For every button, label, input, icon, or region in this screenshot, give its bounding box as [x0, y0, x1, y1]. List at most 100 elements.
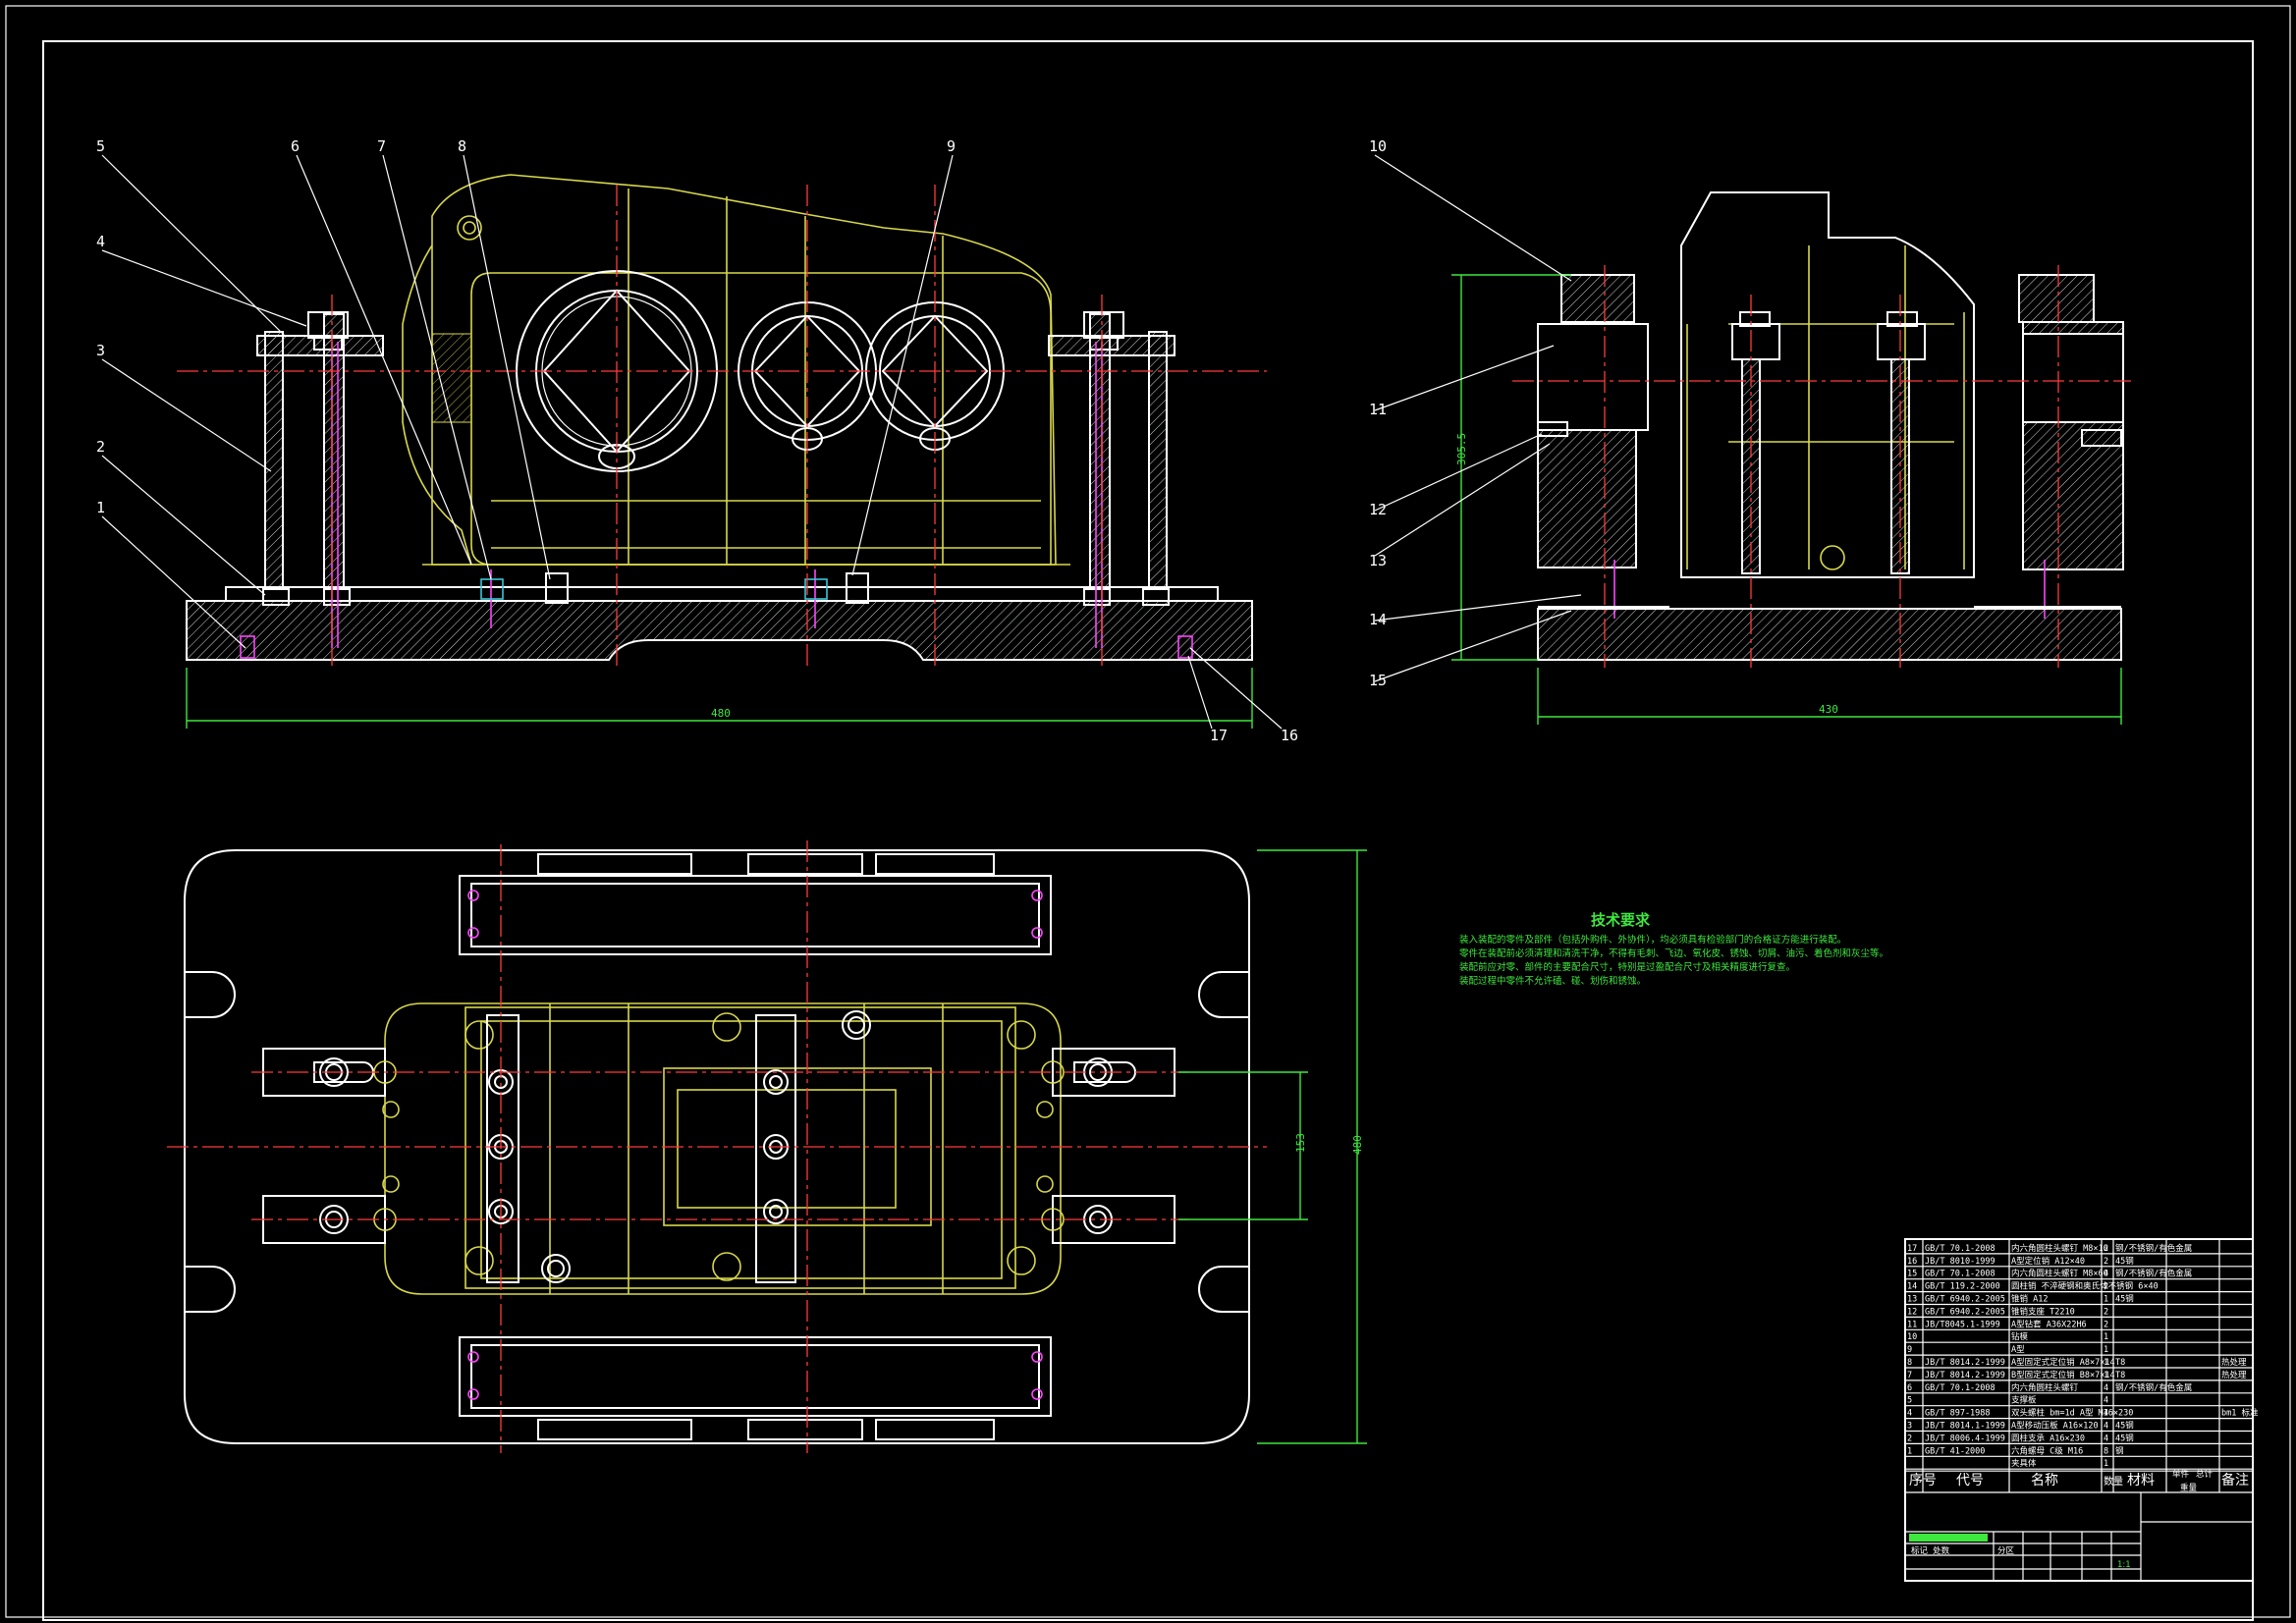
- bom-cell-qty: 2: [2104, 1307, 2108, 1317]
- bom-cell-no: 11: [1907, 1320, 1917, 1329]
- tech-line-4: 装配过程中零件不允许磕、碰、划伤和锈蚀。: [1459, 975, 1646, 987]
- bom-cell-qty: 4: [2104, 1409, 2108, 1419]
- bom-cell-no: 12: [1907, 1307, 1917, 1317]
- bom-cell-qty: 4: [2104, 1422, 2108, 1432]
- bom-cell-no: 10: [1907, 1332, 1917, 1342]
- bom-cell-no: 13: [1907, 1295, 1917, 1305]
- bom-cell-qty: 1: [2104, 1295, 2108, 1305]
- bom-header-weight: 重量: [2180, 1483, 2198, 1493]
- bom-cell-name: A型移动压板 A16×120: [2011, 1421, 2099, 1432]
- bom-cell-name: A型钻套 A36X22H6: [2011, 1319, 2087, 1329]
- plan-dim-inner: 153: [1294, 1133, 1307, 1153]
- balloon-14: 14: [1369, 611, 1387, 628]
- balloon-12: 12: [1369, 501, 1387, 518]
- bom-cell-qty: 4: [2104, 1270, 2108, 1279]
- bom-cell-mat: T8: [2115, 1358, 2125, 1368]
- bom-cell-note: 热处理: [2221, 1357, 2247, 1368]
- bom-cell-name: A型: [2011, 1345, 2025, 1355]
- bom-cell-code: GB/T 41-2000: [1925, 1446, 1985, 1456]
- balloon-15: 15: [1369, 672, 1387, 689]
- bom-header-qty: 数量: [2104, 1475, 2123, 1488]
- bom-cell-no: 1: [1907, 1446, 1912, 1456]
- bom-cell-note: bm1 标准: [2221, 1408, 2259, 1419]
- balloon-4: 4: [96, 233, 105, 250]
- bom-cell-qty: 2: [2104, 1282, 2108, 1292]
- outer-border: [5, 5, 2291, 1618]
- bom-cell-code: GB/T 119.2-2000: [1925, 1282, 2000, 1292]
- bom-cell-no: 3: [1907, 1422, 1912, 1432]
- bom-cell-code: GB/T 70.1-2008: [1925, 1270, 1995, 1279]
- bom-cell-code: GB/T 897-1988: [1925, 1409, 1991, 1419]
- bom-cell-qty: 1: [2104, 1358, 2108, 1368]
- bom-cell-name: 双头螺柱 bm=1d A型 M16×230: [2011, 1408, 2133, 1419]
- bom-cell-name: 支撑板: [2011, 1395, 2037, 1406]
- balloon-13: 13: [1369, 552, 1387, 569]
- bom-cell-code: JB/T 8014.1-1999: [1925, 1422, 2005, 1432]
- bom-cell-code: GB/T 6940.2-2005: [1925, 1295, 2005, 1305]
- bom-cell-qty: 1: [2104, 1345, 2108, 1355]
- bom-cell-name: 钻模: [2011, 1331, 2029, 1342]
- bom-cell-name: 六角螺母 C级 M16: [2011, 1445, 2083, 1456]
- bom-cell-name: A型定位销 A12×40: [2011, 1256, 2085, 1267]
- bom-cell-mat: 钢/不锈钢/有色金属: [2115, 1243, 2192, 1254]
- plan-view: 480 153: [167, 840, 1367, 1453]
- bom-cell-no: 2: [1907, 1434, 1912, 1443]
- bom-cell-mat: 45钢: [2115, 1256, 2134, 1267]
- title-sub-a: 标记 处数: [1911, 1545, 1950, 1556]
- side-view: 305.5 430 10 11 12 13 14 15: [1369, 137, 2131, 725]
- bom-cell-qty: 4: [2104, 1396, 2108, 1406]
- bom-cell-mat: 钢/不锈钢/有色金属: [2115, 1382, 2192, 1393]
- balloon-8: 8: [458, 137, 466, 155]
- bom-cell-qty: 8: [2104, 1446, 2108, 1456]
- bom-cell-name: 内六角圆柱头螺钉 M8×60: [2011, 1269, 2108, 1279]
- bom-header-unit: 单件: [2172, 1469, 2190, 1480]
- bom-cell-code: JB/T 8010-1999: [1925, 1257, 1995, 1267]
- title-sub-b: 分区: [1997, 1546, 2015, 1556]
- bom-cell-qty: 1: [2104, 1459, 2108, 1469]
- bom-cell-no: 8: [1907, 1358, 1912, 1368]
- tech-requirements: 技术要求 装入装配的零件及部件（包括外购件、外协件），均必须具有检验部门的合格证…: [1459, 911, 1888, 987]
- bom-cell-no: 5: [1907, 1396, 1912, 1406]
- bom-cell-mat: 45钢: [2115, 1421, 2134, 1432]
- tech-title: 技术要求: [1591, 911, 1651, 929]
- balloon-1: 1: [96, 499, 105, 516]
- bom-cell-note: 热处理: [2221, 1370, 2247, 1380]
- bom-cell-qty: 4: [2104, 1383, 2108, 1393]
- front-view: 480 1 2 3 4 5 6 7 8 9 17 16: [96, 137, 1298, 744]
- bom-cell-name: 圆柱销 不淬硬钢和奥氏体不锈钢 6×40: [2011, 1281, 2159, 1292]
- bom-header-no: 序号: [1909, 1473, 1937, 1488]
- bom-header-name: 名称: [2031, 1473, 2058, 1488]
- bom-cell-qty: 1: [2104, 1371, 2108, 1380]
- plan-dim-height: 480: [1351, 1135, 1364, 1155]
- balloon-6: 6: [291, 137, 300, 155]
- bom-cell-name: 锥销 A12: [2011, 1294, 2048, 1305]
- balloon-17: 17: [1210, 727, 1228, 744]
- bom-cell-no: 6: [1907, 1383, 1912, 1393]
- bom-cell-name: 内六角圆柱头螺钉: [2011, 1382, 2079, 1393]
- bom-cell-name: 锥销支座 T2210: [2011, 1306, 2075, 1317]
- bom-cell-code: GB/T 70.1-2008: [1925, 1383, 1995, 1393]
- balloon-9: 9: [947, 137, 956, 155]
- bom-cell-mat: 钢: [2115, 1445, 2124, 1456]
- bom-cell-mat: 45钢: [2115, 1433, 2134, 1443]
- bom-cell-qty: 2: [2104, 1320, 2108, 1329]
- bom-cell-qty: 1: [2104, 1332, 2108, 1342]
- bom-header-note: 备注: [2221, 1472, 2249, 1488]
- bom-cell-name: 内六角圆柱头螺钉 M8×16: [2011, 1243, 2108, 1254]
- bom-cell-no: 4: [1907, 1409, 1912, 1419]
- balloon-5: 5: [96, 137, 105, 155]
- bom-cell-code: JB/T8045.1-1999: [1925, 1320, 2000, 1329]
- bom-cell-no: 14: [1907, 1282, 1917, 1292]
- balloon-3: 3: [96, 342, 105, 359]
- side-dim-height: 305.5: [1455, 433, 1468, 465]
- bom-cell-mat: 钢/不锈钢/有色金属: [2115, 1269, 2192, 1279]
- bom-cell-no: 15: [1907, 1270, 1917, 1279]
- front-balloons: 1 2 3 4 5 6 7 8 9 17 16: [96, 137, 1298, 744]
- balloon-11: 11: [1369, 401, 1387, 418]
- tech-line-1: 装入装配的零件及部件（包括外购件、外协件），均必须具有检验部门的合格证方能进行装…: [1459, 934, 1846, 946]
- bom-cell-name: 圆柱支承 A16×230: [2011, 1433, 2085, 1443]
- bom-cell-mat: 45钢: [2115, 1294, 2134, 1305]
- bom-cell-name: B型固定式定位销 B8×7×14: [2011, 1370, 2115, 1380]
- balloon-16: 16: [1281, 727, 1298, 744]
